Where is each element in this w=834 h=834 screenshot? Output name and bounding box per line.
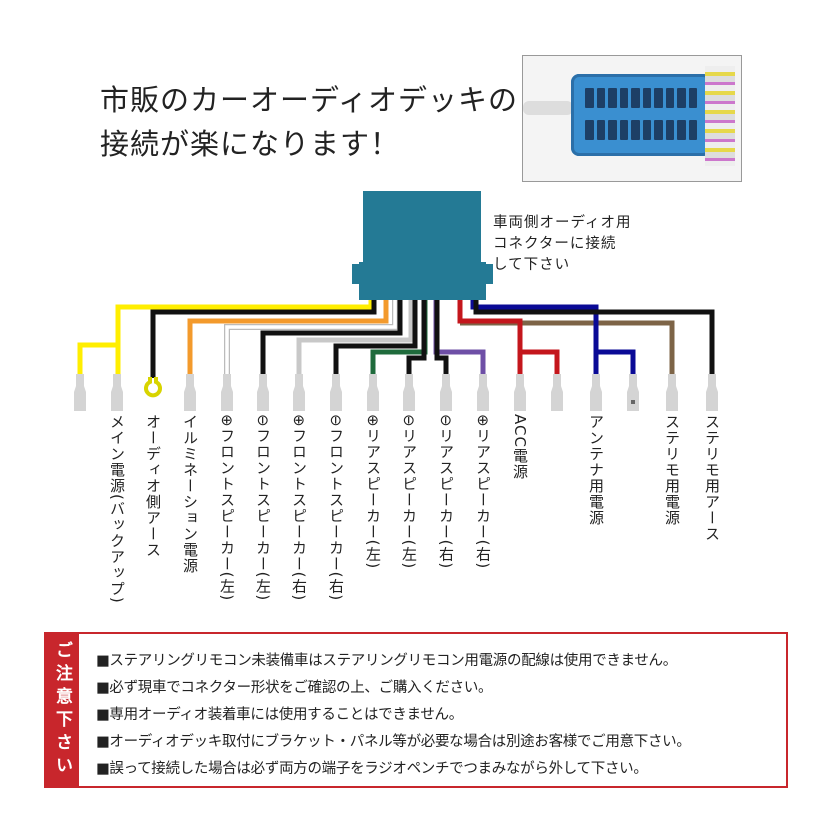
vehicle-connector bbox=[359, 191, 486, 300]
headline-line-1: 市販のカーオーディオデッキの bbox=[100, 83, 518, 117]
terminal-label: イルミネーション電源 bbox=[181, 414, 199, 574]
spade-terminal bbox=[440, 374, 452, 411]
spade-terminal bbox=[590, 374, 602, 411]
spade-terminal bbox=[627, 374, 639, 411]
connector-note-line: して下さい bbox=[493, 257, 571, 273]
spade-terminal bbox=[111, 374, 123, 411]
spade-terminal bbox=[666, 374, 678, 411]
terminal-label: ⊕リアスピーカー(左) bbox=[364, 414, 382, 570]
wire-orange bbox=[187, 300, 389, 375]
terminal-label: ACC電源 bbox=[511, 414, 529, 480]
wire-black bbox=[434, 300, 449, 375]
terminal-label: ⊖フロントスピーカー(右) bbox=[327, 414, 345, 602]
spade-terminal bbox=[706, 374, 718, 411]
photo-wire bbox=[523, 101, 573, 115]
spade-terminal bbox=[257, 374, 269, 411]
spade-terminal bbox=[514, 374, 526, 411]
connector-note: 車両側オーディオ用 コネクターに接続 して下さい bbox=[493, 213, 631, 276]
headline-line-2: 接続が楽になります！ bbox=[100, 127, 401, 161]
photo-blue-connector bbox=[571, 74, 711, 156]
ring-terminal bbox=[144, 377, 162, 398]
connector-tab-right bbox=[485, 264, 493, 284]
terminal-label: アンテナ用電源 bbox=[587, 414, 605, 526]
terminal-label: メイン電源(バックアップ) bbox=[108, 414, 126, 604]
caution-list: ■ステアリングリモコン未装備車はステアリングリモコン用電源の配線は使用できません… bbox=[96, 648, 691, 783]
connector-note-line: 車両側オーディオ用 bbox=[493, 215, 632, 231]
terminal-label: ⊕フロントスピーカー(右) bbox=[290, 414, 308, 602]
wire-brown bbox=[460, 320, 675, 375]
caution-item: ■専用オーディオ装着車には使用することはできません。 bbox=[96, 707, 463, 723]
wire-black bbox=[150, 300, 377, 378]
terminal-label: ステリモ用アース bbox=[703, 414, 721, 542]
spade-terminal bbox=[477, 374, 489, 411]
wire-black bbox=[406, 300, 427, 375]
caution-item: ■オーディオデッキ取付にブラケット・パネル等が必要な場合は別途お客様でご用意下さ… bbox=[96, 734, 691, 750]
spade-terminal bbox=[74, 374, 86, 411]
wire-red bbox=[457, 300, 560, 375]
connector-tab-left bbox=[352, 264, 360, 284]
terminal-label: ⊖フロントスピーカー(左) bbox=[254, 414, 272, 602]
terminal-label: ⊕リアスピーカー(右) bbox=[474, 414, 492, 570]
wire-yellow bbox=[77, 300, 374, 375]
wire-gray bbox=[296, 300, 414, 375]
spade-terminal bbox=[221, 374, 233, 411]
terminal-hole bbox=[631, 400, 635, 404]
connector-photo bbox=[522, 55, 742, 182]
wire-blue bbox=[470, 300, 636, 375]
caution-item: ■必ず現車でコネクター形状をご確認の上、ご購入ください。 bbox=[96, 680, 493, 696]
terminal-label: オーディオ側アース bbox=[144, 414, 162, 558]
wires bbox=[77, 300, 715, 378]
wire-black bbox=[333, 300, 418, 375]
headline: 市販のカーオーディオデッキの 接続が楽になります！ bbox=[100, 78, 518, 166]
photo-wire-bundle bbox=[705, 66, 735, 166]
caution-box: ご注意下さい ■ステアリングリモコン未装備車はステアリングリモコン用電源の配線は… bbox=[44, 632, 788, 788]
terminal-label: ⊖リアスピーカー(左) bbox=[400, 414, 418, 570]
spade-terminal bbox=[293, 374, 305, 411]
caution-item: ■誤って接続した場合は必ず両方の端子をラジオペンチでつまみながら外して下さい。 bbox=[96, 761, 648, 777]
spade-terminal bbox=[330, 374, 342, 411]
terminals bbox=[74, 374, 718, 411]
wire-white bbox=[225, 300, 397, 375]
terminal-label: ⊖リアスピーカー(右) bbox=[437, 414, 455, 570]
spade-terminal bbox=[403, 374, 415, 411]
caution-item: ■ステアリングリモコン未装備車はステアリングリモコン用電源の配線は使用できません… bbox=[96, 653, 677, 669]
spade-terminal bbox=[184, 374, 196, 411]
spade-terminal bbox=[367, 374, 379, 411]
caution-tag: ご注意下さい bbox=[46, 634, 79, 786]
terminal-label: ⊕フロントスピーカー(左) bbox=[218, 414, 236, 602]
wire-black bbox=[473, 300, 715, 375]
wire-black bbox=[260, 300, 403, 375]
spade-terminal bbox=[551, 374, 563, 411]
connector-note-line: コネクターに接続 bbox=[493, 236, 617, 252]
terminal-label: ステリモ用電源 bbox=[663, 414, 681, 526]
